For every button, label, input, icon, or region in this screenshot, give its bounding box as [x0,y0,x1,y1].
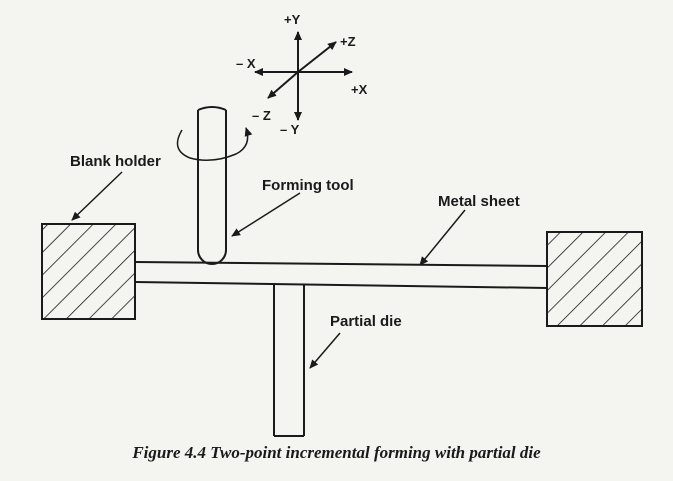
leader-forming-tool [231,192,301,237]
leader-blank-holder [71,171,123,221]
axis-label-neg-z: – Z [252,108,271,123]
axis-label-neg-x: – X [236,56,256,71]
label-partial-die: Partial die [330,313,402,330]
axis-label-pos-z: +Z [340,34,356,49]
leader-metal-sheet [419,209,466,266]
metal-sheet [134,261,548,289]
axis-z-pos [297,41,337,73]
coordinate-axes: +Y – Y +X – X +Z – Z [236,12,368,137]
label-metal-sheet: Metal sheet [438,193,520,210]
label-forming-tool: Forming tool [262,177,354,194]
axis-z-neg [267,71,299,99]
forming-tool [197,106,227,265]
partial-die [273,284,305,437]
rotation-arrow-icon [176,127,253,161]
axis-label-pos-y: +Y [284,12,301,27]
label-blank-holder: Blank holder [70,153,161,170]
leader-partial-die [309,332,341,369]
blank-holder-left [41,223,136,320]
blank-holder-right [546,231,643,327]
figure-caption: Figure 4.4 Two-point incremental forming… [132,443,541,462]
axis-label-pos-x: +X [351,82,368,97]
axis-label-neg-y: – Y [280,122,300,137]
